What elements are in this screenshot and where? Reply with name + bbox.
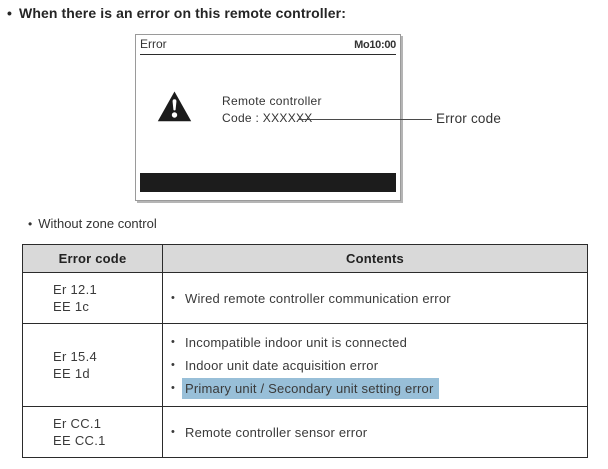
item-bullet: •	[171, 292, 176, 304]
error-code-line: EE CC.1	[53, 433, 106, 448]
display-bottom-bar	[140, 173, 396, 192]
display-message-line1: Remote controller	[222, 94, 322, 108]
sub-bullet-text: Without zone control	[38, 216, 157, 231]
error-code-line: Er 12.1	[53, 282, 98, 297]
display-message-line2: Code : XXXXXX	[222, 111, 313, 125]
item-text: Incompatible indoor unit is connected	[185, 334, 408, 350]
display-header: Error Mo10:00	[140, 37, 396, 55]
error-code-callout-label: Error code	[436, 111, 502, 126]
item-bullet: •	[171, 426, 176, 438]
sub-bullet-marker: •	[28, 217, 33, 231]
sub-bullet-line: • Without zone control	[28, 216, 157, 231]
item-text: Indoor unit date acquisition error	[185, 357, 379, 373]
callout-leader-line	[299, 119, 432, 120]
item-text-highlighted: Primary unit / Secondary unit setting er…	[182, 377, 440, 399]
display-clock: Mo10:00	[354, 39, 396, 51]
error-code-line: EE 1d	[53, 366, 90, 381]
heading-bullet: •	[7, 5, 13, 21]
error-code-cell: Er 15.4 EE 1d	[22, 323, 163, 407]
display-title: Error	[140, 37, 167, 51]
remote-controller-display: Error Mo10:00 Remote controller Code : X…	[135, 34, 401, 201]
table-row: Er 15.4 EE 1d • Incompatible indoor unit…	[22, 323, 588, 407]
contents-item: • Indoor unit date acquisition error	[171, 355, 579, 376]
error-code-cell: Er CC.1 EE CC.1	[22, 406, 163, 458]
contents-item: • Remote controller sensor error	[171, 422, 579, 443]
column-header-error-code: Error code	[22, 244, 163, 273]
contents-item: • Wired remote controller communication …	[171, 288, 579, 309]
contents-item-highlighted: • Primary unit / Secondary unit setting …	[171, 377, 579, 399]
table-row: Er 12.1 EE 1c • Wired remote controller …	[22, 272, 588, 324]
item-text: Wired remote controller communication er…	[185, 290, 451, 306]
item-bullet: •	[171, 336, 176, 348]
item-bullet: •	[171, 359, 176, 371]
contents-cell: • Incompatible indoor unit is connected …	[162, 323, 588, 407]
error-code-cell: Er 12.1 EE 1c	[22, 272, 163, 324]
page-heading: • When there is an error on this remote c…	[7, 5, 346, 21]
contents-cell: • Wired remote controller communication …	[162, 272, 588, 324]
contents-cell: • Remote controller sensor error	[162, 406, 588, 458]
warning-triangle-icon	[157, 91, 192, 122]
table-row: Er CC.1 EE CC.1 • Remote controller sens…	[22, 406, 588, 458]
error-code-line: Er CC.1	[53, 416, 102, 431]
item-bullet: •	[171, 382, 176, 394]
display-message: Remote controller Code : XXXXXX	[222, 93, 322, 127]
item-text: Remote controller sensor error	[185, 424, 368, 440]
table-header-row: Error code Contents	[22, 244, 588, 273]
error-code-line: EE 1c	[53, 299, 90, 314]
error-code-line: Er 15.4	[53, 349, 98, 364]
contents-item: • Incompatible indoor unit is connected	[171, 332, 579, 353]
column-header-contents: Contents	[162, 244, 588, 273]
error-code-table: Error code Contents Er 12.1 EE 1c • Wire…	[22, 244, 588, 458]
heading-text: When there is an error on this remote co…	[19, 5, 346, 21]
